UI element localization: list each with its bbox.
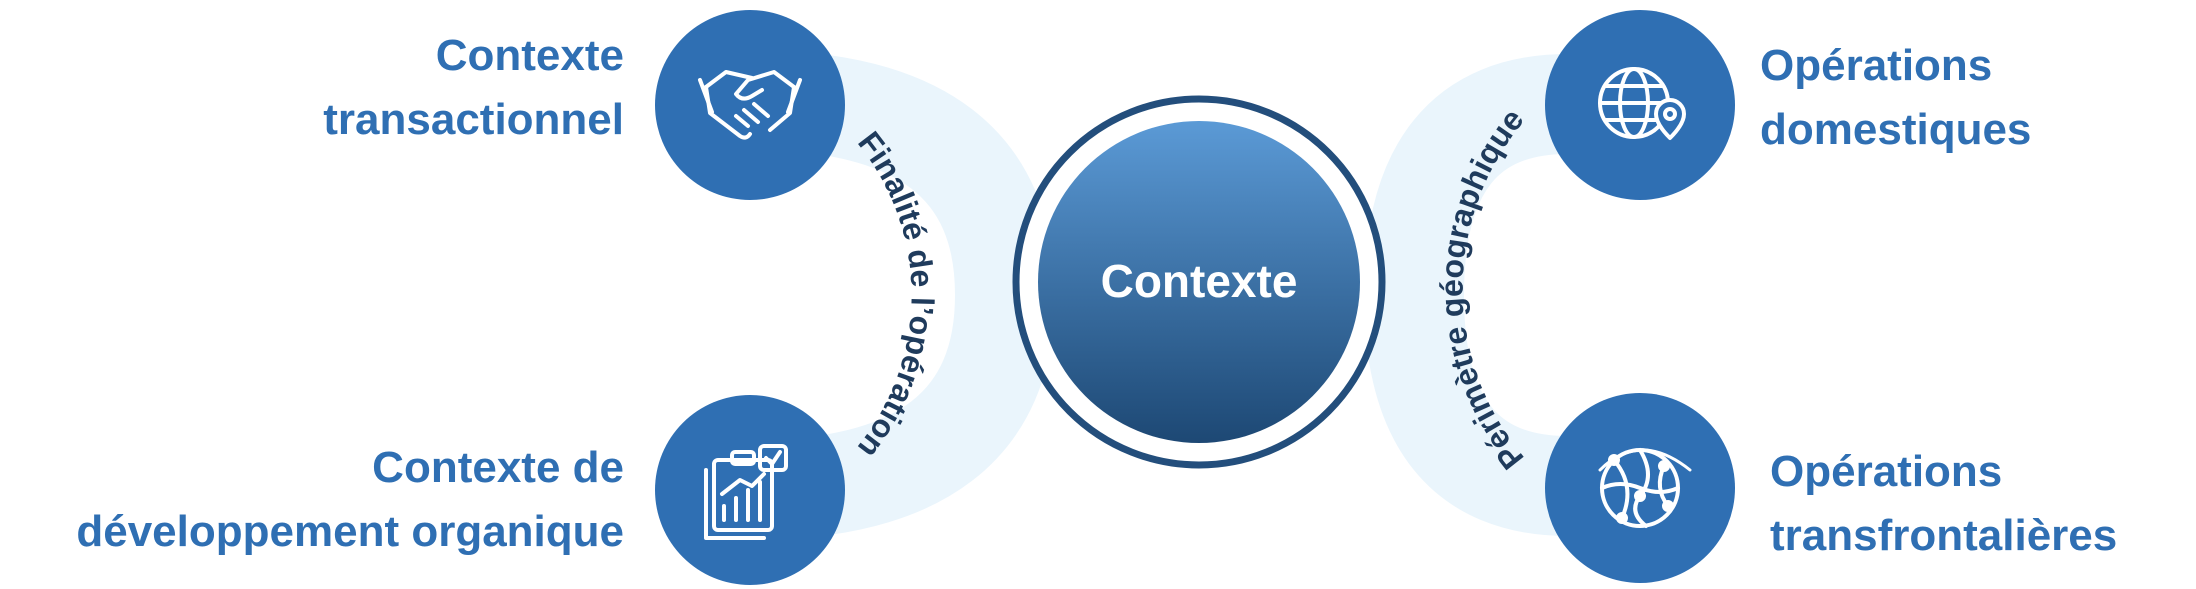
handshake-icon: [698, 70, 802, 140]
label-bottom-right-line-2: transfrontalières: [1770, 511, 2118, 560]
label-top-left-line-1: Contexte: [435, 31, 624, 80]
center-circle: [1038, 121, 1360, 443]
node-bottom-right: [1545, 393, 1735, 583]
node-top-left: [655, 10, 845, 200]
globe-network-icon: [1598, 448, 1692, 528]
label-top-left: Contexte transactionnel: [323, 24, 624, 152]
node-top-right: [1545, 10, 1735, 200]
label-top-left-line-2: transactionnel: [323, 95, 624, 144]
clipboard-chart-icon: [704, 444, 788, 540]
label-bottom-left-line-1: Contexte de: [372, 443, 624, 492]
right-arc-band: [1363, 54, 1618, 536]
label-top-right-line-2: domestiques: [1760, 105, 2032, 154]
globe-pin-icon: [1598, 67, 1686, 140]
center-label: Contexte: [1101, 255, 1298, 307]
label-top-right: Opérations domestiques: [1760, 34, 2031, 162]
label-top-right-line-1: Opérations: [1760, 41, 1993, 90]
left-arc-band: [701, 50, 1056, 540]
label-bottom-left-line-2: développement organique: [76, 507, 624, 556]
label-bottom-left: Contexte de développement organique: [76, 436, 624, 564]
label-bottom-right-line-1: Opérations: [1770, 447, 2003, 496]
label-bottom-right: Opérations transfrontalières: [1770, 440, 2117, 568]
node-bottom-left: [655, 395, 845, 585]
